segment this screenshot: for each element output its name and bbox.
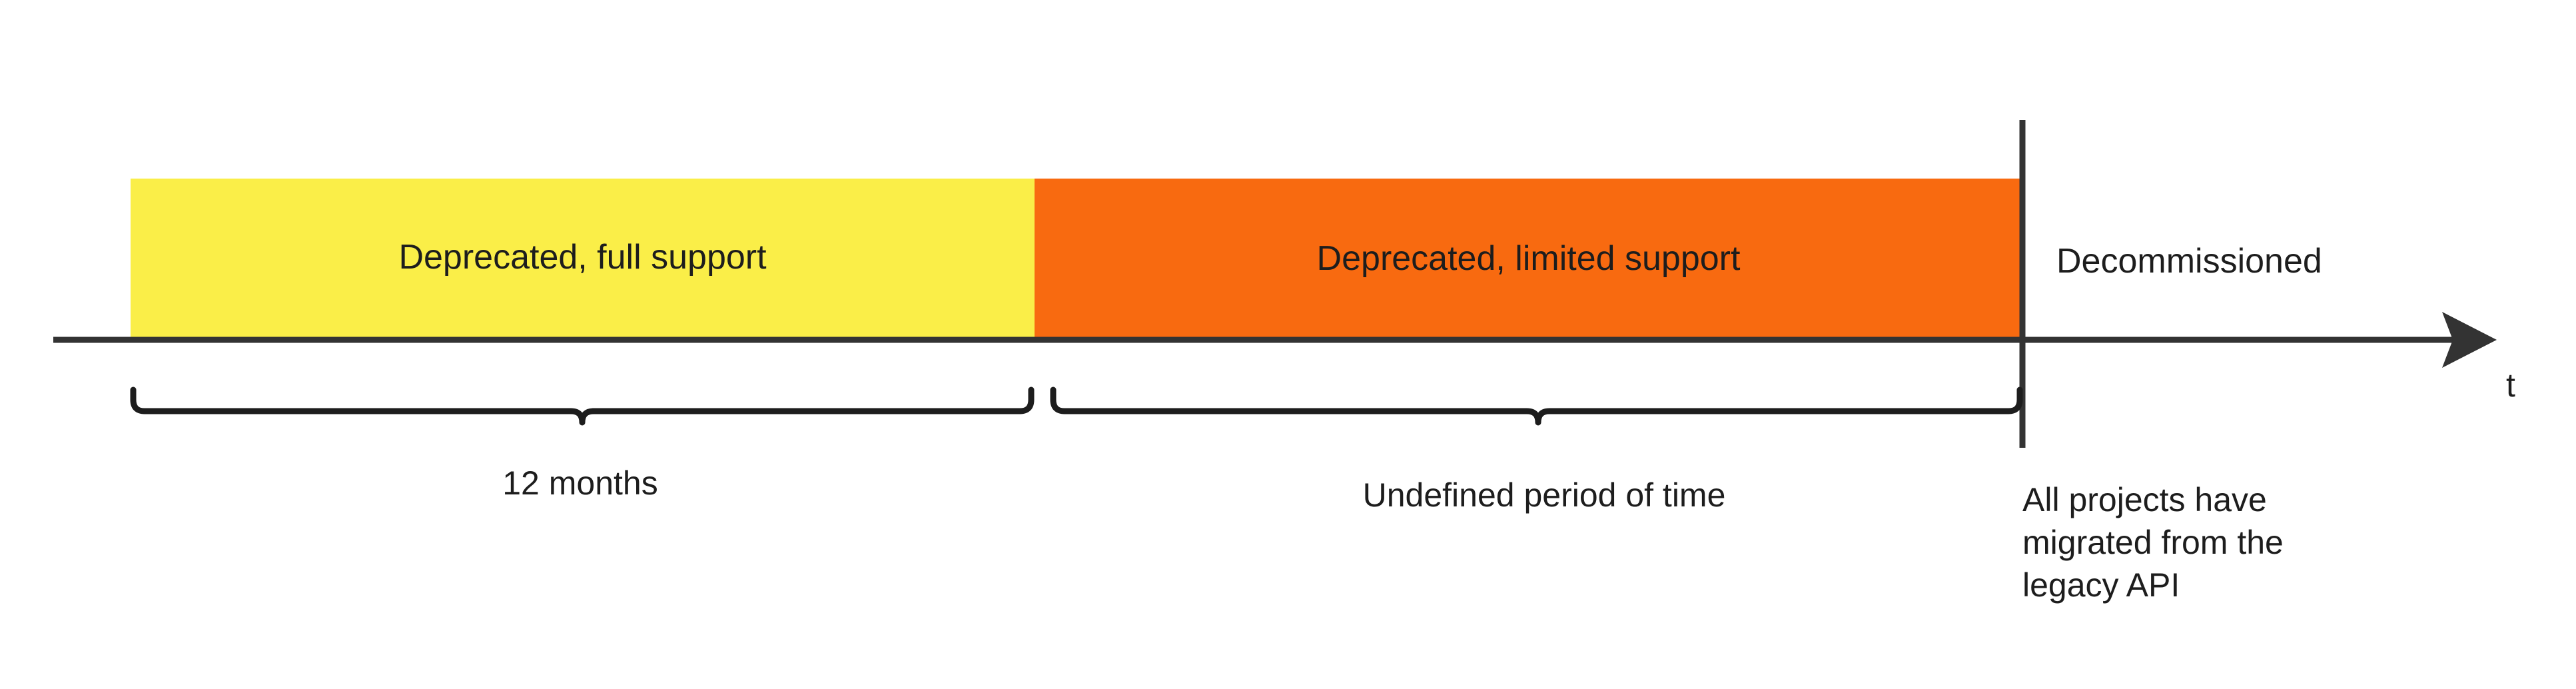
phase-band-deprecated-limited-support[interactable] bbox=[1035, 179, 2022, 340]
phase-label-deprecated-full-support: Deprecated, full support bbox=[398, 238, 767, 277]
decommission-note-line: migrated from the bbox=[2022, 524, 2284, 561]
bracket-duration-limited-support bbox=[1050, 386, 2023, 426]
bracket-duration-full-support bbox=[130, 386, 1035, 426]
arrow-right-icon bbox=[2442, 312, 2497, 368]
phase-band-deprecated-full-support[interactable] bbox=[131, 179, 1035, 340]
phase-label-decommissioned: Decommissioned bbox=[2056, 242, 2322, 281]
decommission-note-line: All projects have bbox=[2022, 481, 2267, 518]
axis-variable-label: t bbox=[2506, 366, 2515, 404]
phase-label-deprecated-limited-support: Deprecated, limited support bbox=[1316, 239, 1741, 278]
bracket-label-duration-limited-support: Undefined period of time bbox=[1362, 476, 1726, 514]
decommission-note-line: legacy API bbox=[2022, 566, 2180, 604]
decommission-note: All projects have migrated from the lega… bbox=[2022, 478, 2369, 606]
bracket-label-duration-full-support: 12 months bbox=[502, 464, 658, 502]
